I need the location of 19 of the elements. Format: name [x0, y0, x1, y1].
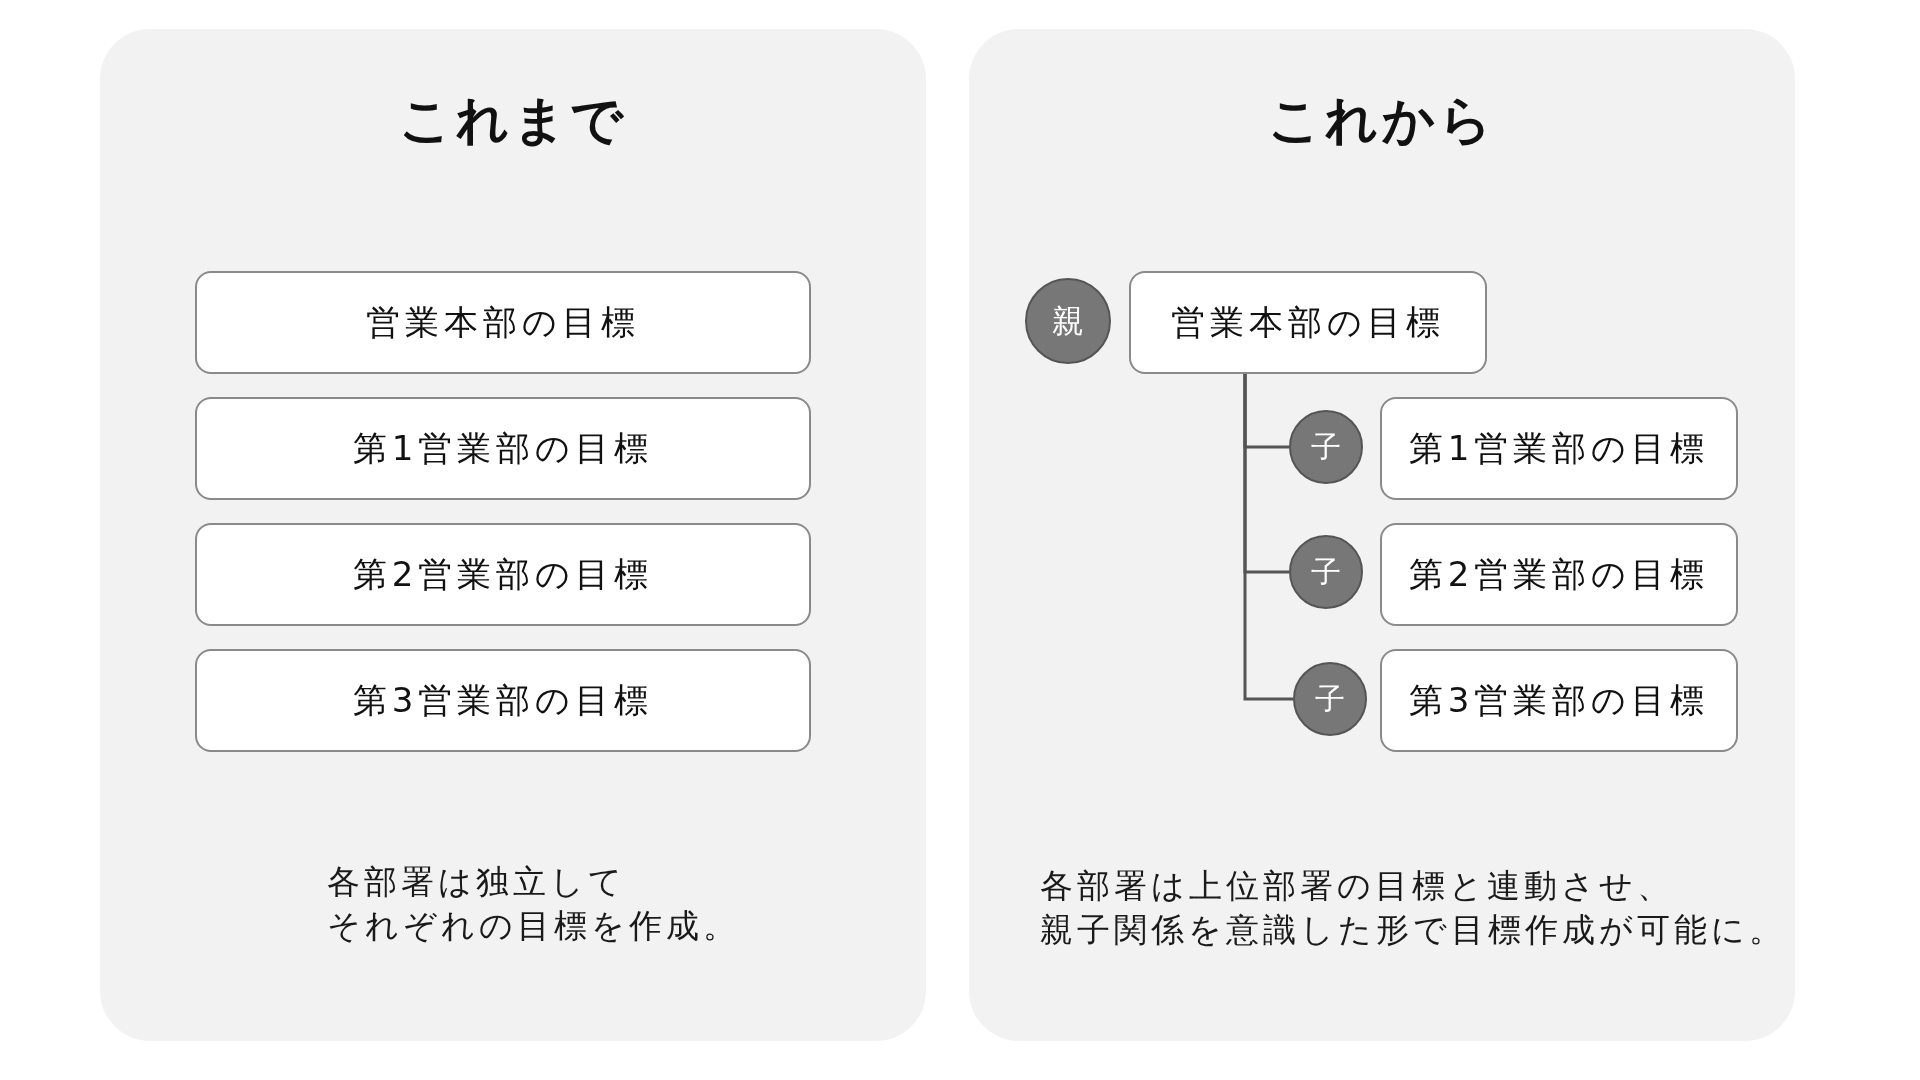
- panel-caption: 各部署は上位部署の目標と連動させ、親子関係を意識した形で目標作成が可能に。: [1040, 865, 1786, 951]
- panel-heading: これから: [1268, 89, 1496, 152]
- goal-box: 第2営業部の目標: [1380, 523, 1738, 626]
- child-circle: 子: [1289, 535, 1363, 609]
- goal-box: 営業本部の目標: [1129, 271, 1487, 374]
- panel-card: [100, 29, 926, 1041]
- panel-caption: 各部署は独立してそれぞれの目標を作成。: [327, 861, 740, 947]
- child-circle: 子: [1293, 662, 1367, 736]
- goal-box: 第2営業部の目標: [195, 523, 811, 626]
- goal-box: 営業本部の目標: [195, 271, 811, 374]
- goal-box: 第3営業部の目標: [1380, 649, 1738, 752]
- panel-heading: これまで: [399, 89, 627, 152]
- connector-line: [1243, 374, 1293, 701]
- goal-box: 第1営業部の目標: [1380, 397, 1738, 500]
- child-circle: 子: [1289, 410, 1363, 484]
- goal-box: 第3営業部の目標: [195, 649, 811, 752]
- panel-card: [969, 29, 1795, 1041]
- parent-circle: 親: [1025, 278, 1111, 364]
- goal-box: 第1営業部の目標: [195, 397, 811, 500]
